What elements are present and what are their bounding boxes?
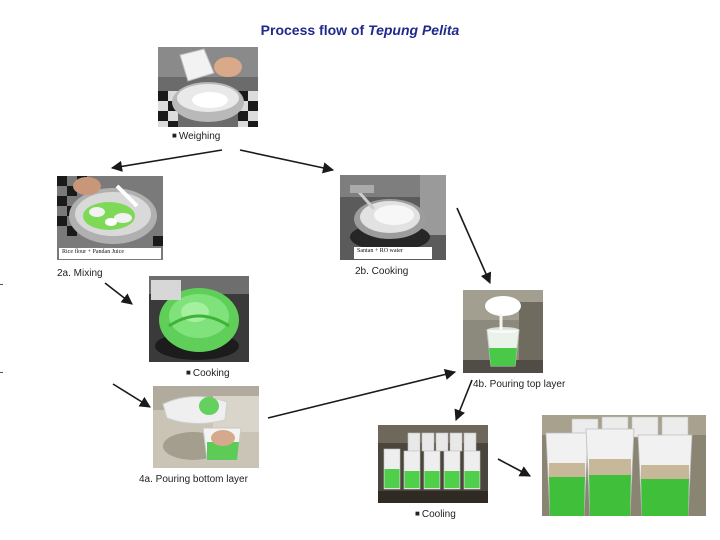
- cooking-photo: [149, 276, 249, 362]
- mixing-caption: 2a. Mixing: [57, 268, 103, 279]
- arrow-pour-bottom-to-pour-top: [268, 372, 455, 418]
- weighing-caption: ■Weighing: [172, 131, 220, 142]
- weighing-label: Weighing: [179, 131, 221, 142]
- cooking-2b-photo-label: Santan + RO water: [357, 248, 403, 254]
- title-prefix: Process flow of: [261, 22, 368, 38]
- cooling-photo: [378, 425, 488, 503]
- pour-top-caption: 4b. Pouring top layer: [473, 379, 565, 390]
- arrow-cooking-to-pour-bottom: [113, 384, 150, 407]
- weighing-photo: [158, 47, 258, 127]
- pour-bottom-caption: 4a. Pouring bottom layer: [139, 474, 248, 485]
- cooling-label: Cooling: [422, 509, 456, 520]
- left-edge-tick: [0, 284, 3, 285]
- arrow-weighing-to-cooking-2b: [240, 150, 333, 170]
- title-italic: Tepung Pelita: [368, 22, 459, 38]
- cooking-2b-caption: 2b. Cooking: [355, 266, 408, 277]
- arrow-cooking-2b-to-pour-top: [457, 208, 490, 283]
- arrow-pour-top-to-cooling: [456, 380, 472, 420]
- arrow-weighing-to-mixing: [112, 150, 222, 168]
- pour-top-photo: [463, 290, 543, 373]
- final-product-photo: [542, 415, 706, 516]
- mixing-photo: Rice flour + Pandan Juice: [57, 176, 163, 260]
- cooking-label: Cooking: [193, 368, 230, 379]
- left-edge-tick: [0, 372, 3, 373]
- arrow-mixing-to-cooking: [105, 283, 132, 304]
- diagram-title: Process flow of Tepung Pelita: [0, 22, 720, 38]
- pour-bottom-photo: [153, 386, 259, 468]
- cooking-caption: ■Cooking: [186, 368, 230, 379]
- arrow-cooling-to-final: [498, 459, 530, 476]
- cooking-2b-photo: Santan + RO water: [340, 175, 446, 260]
- cooling-caption: ■Cooling: [415, 509, 456, 520]
- mixing-photo-label: Rice flour + Pandan Juice: [62, 249, 124, 255]
